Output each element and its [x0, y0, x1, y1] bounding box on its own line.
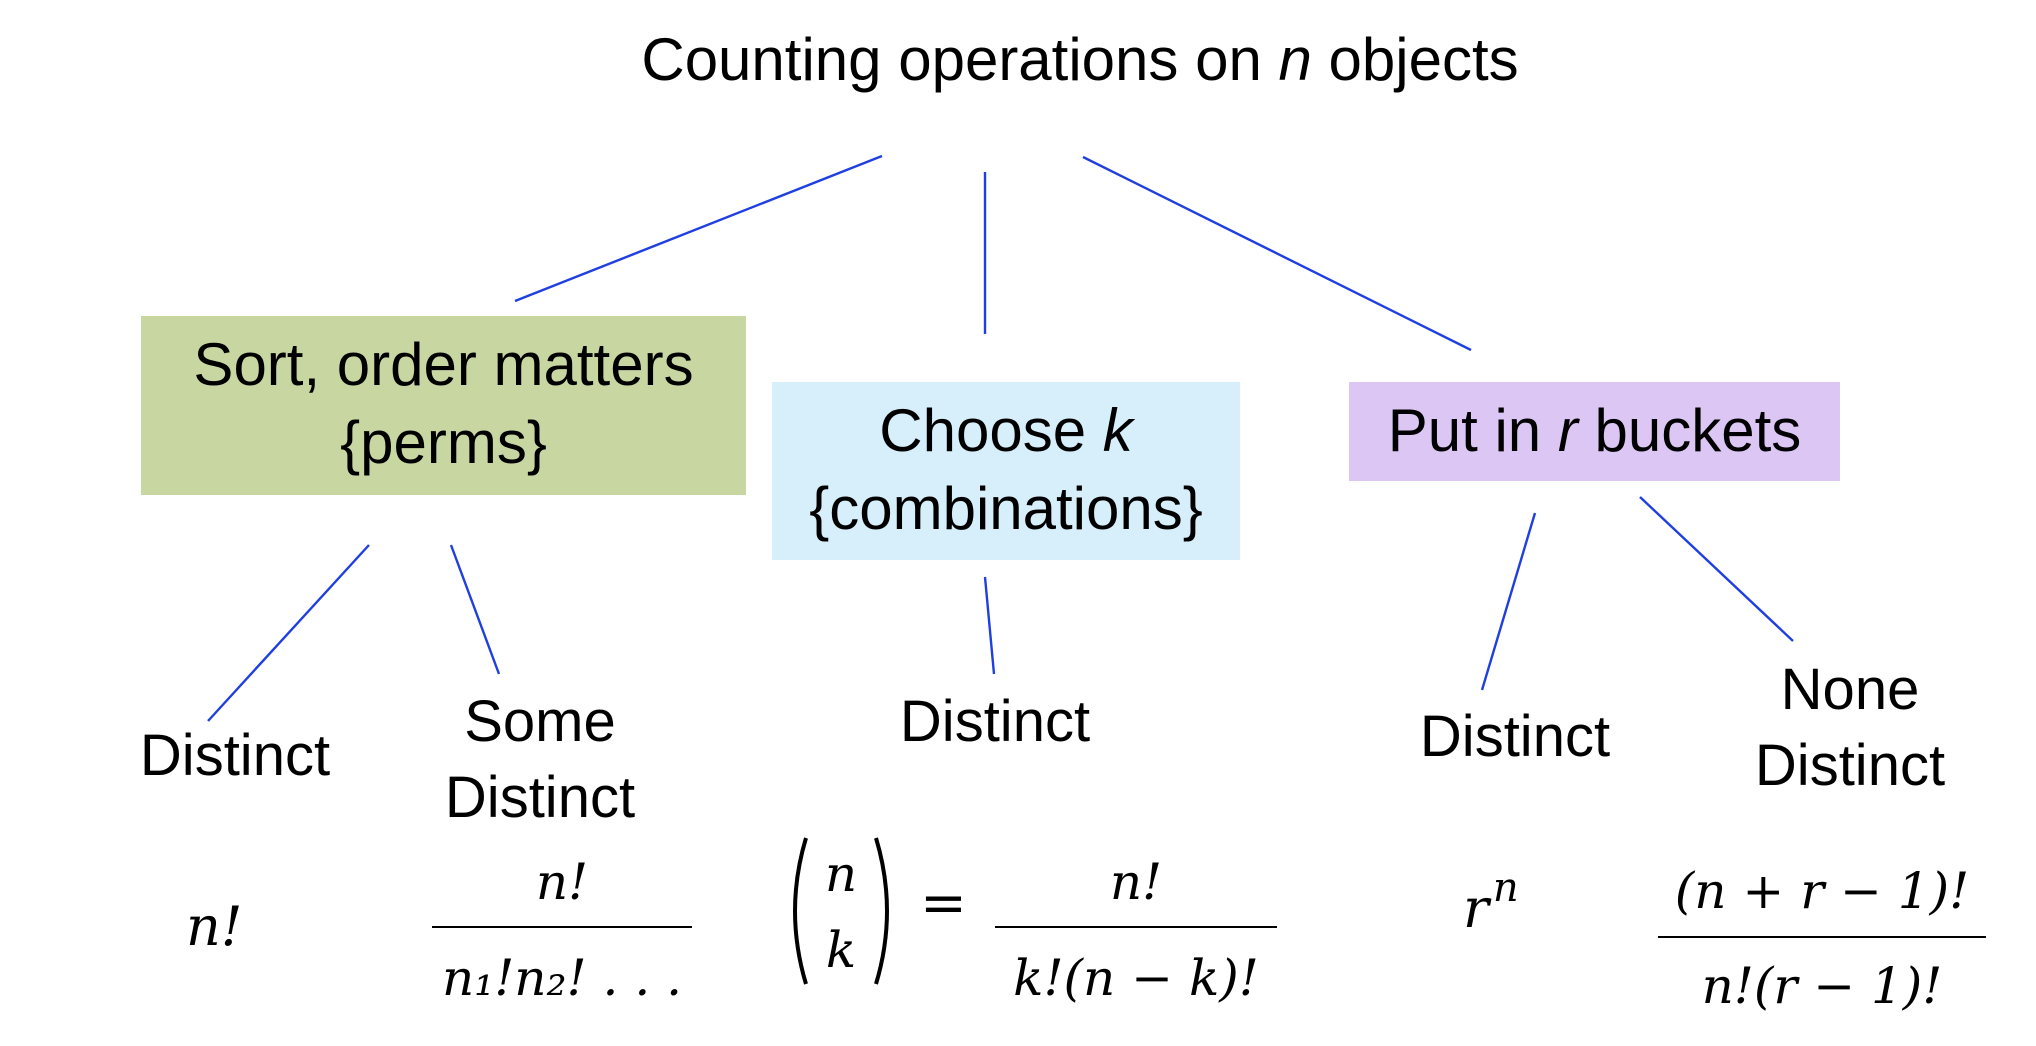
sort-box-line2: {perms}	[340, 409, 547, 476]
choose-box: Choose k {combinations}	[772, 382, 1240, 560]
title-variable-n: n	[1278, 26, 1312, 93]
diagram-title: Counting operations on n objects	[570, 22, 1590, 98]
title-suffix: objects	[1311, 26, 1519, 93]
formula-power-exponent: n	[1492, 865, 1519, 911]
formula-power-base: r	[1463, 877, 1489, 940]
choose-box-line1: Choose k	[772, 392, 1240, 470]
connector-put-to-none-distinct	[1639, 496, 1794, 642]
formula-combination-denominator: k!(n − k)!	[1013, 949, 1259, 1007]
connector-root-to-sort	[514, 154, 883, 303]
fraction-bar	[432, 926, 692, 928]
binomial-bottom: k	[825, 921, 857, 979]
choose-box-variable-k: k	[1102, 397, 1133, 464]
leaf-bucket-none-line1: None	[1780, 657, 1920, 722]
sort-box: Sort, order matters {perms}	[141, 316, 746, 495]
title-prefix: Counting operations on	[641, 26, 1279, 93]
leaf-perm-distinct: Distinct	[139, 723, 331, 788]
formula-n-factorial: n!	[186, 895, 243, 958]
formula-stars-bars-numerator: (n + r − 1)!	[1674, 862, 1970, 920]
leaf-bucket-none-line2: Distinct	[1754, 733, 1946, 798]
formula-combination-numerator: n!	[1109, 853, 1163, 911]
formula-multinomial-denominator: n₁!n₂! . . .	[441, 949, 683, 1007]
binomial-top: n	[824, 845, 858, 903]
formula-stars-and-bars: (n + r − 1)! n!(r − 1)!	[1658, 856, 1986, 1018]
formula-stars-bars-denominator: n!(r − 1)!	[1701, 957, 1943, 1015]
connector-sort-to-some-distinct	[449, 544, 501, 675]
choose-box-line2: {combinations}	[809, 475, 1203, 542]
left-paren-icon	[793, 837, 808, 985]
equals-sign: =	[920, 871, 967, 936]
leaf-bucket-distinct: Distinct	[1419, 704, 1611, 769]
right-paren-icon	[874, 837, 889, 985]
connector-put-to-distinct	[1480, 512, 1537, 691]
formula-multinomial-numerator: n!	[535, 853, 589, 911]
put-box: Put in r buckets	[1349, 382, 1840, 481]
leaf-bucket-none-distinct: None Distinct	[1700, 652, 2000, 804]
fraction-bar	[1658, 936, 1986, 938]
leaf-comb-distinct: Distinct	[899, 689, 1091, 754]
formula-binomial-coefficient: n k	[780, 834, 902, 988]
connector-choose-to-distinct	[983, 576, 996, 675]
connector-root-to-put	[1082, 155, 1472, 352]
connector-sort-to-distinct	[207, 544, 370, 722]
formula-multinomial: n! n₁!n₂! . . .	[432, 846, 692, 1010]
leaf-perm-some-distinct: Some Distinct	[400, 684, 680, 836]
sort-box-line1: Sort, order matters	[193, 331, 694, 398]
put-box-suffix: buckets	[1577, 397, 1802, 464]
formula-combination-fraction: n! k!(n − k)!	[995, 846, 1277, 1010]
choose-box-prefix: Choose	[879, 397, 1103, 464]
leaf-perm-some-line2: Distinct	[444, 765, 636, 830]
fraction-bar	[995, 926, 1277, 928]
put-box-prefix: Put in	[1387, 397, 1558, 464]
leaf-perm-some-line1: Some	[464, 689, 616, 754]
put-box-variable-r: r	[1557, 397, 1578, 464]
